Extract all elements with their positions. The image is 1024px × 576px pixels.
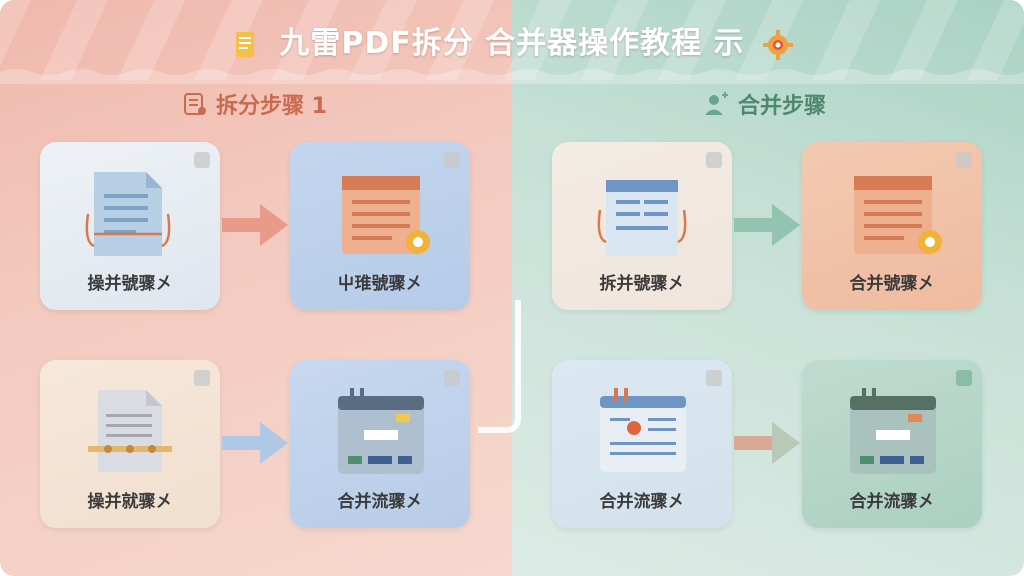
calendar-window-icon [850, 388, 936, 474]
split-step-card-4[interactable]: 合并流骤㐅 [290, 360, 470, 528]
document-icon [235, 31, 254, 57]
card-corner-icon [706, 152, 722, 168]
card-label: 操并號骤㐅 [87, 274, 173, 294]
header-stripes [0, 0, 1024, 80]
arrow-right-icon [734, 204, 800, 246]
page-title: 九雷PDF拆分 合并器操作教程 示 [0, 18, 1024, 62]
card-corner-icon [956, 152, 972, 168]
document-icon [597, 180, 687, 256]
gear-icon [763, 29, 794, 60]
split-section-heading: 拆分步骤 1 [182, 88, 327, 120]
document-icon [85, 172, 171, 256]
checklist-icon [184, 93, 206, 115]
split-section-label: 拆分步骤 1 [216, 94, 327, 119]
card-corner-icon [194, 370, 210, 386]
page-title-text: 九雷PDF拆分 合并器操作教程 示 [279, 26, 745, 61]
arrow-right-icon [222, 204, 288, 246]
split-step-card-2[interactable]: 屮琟號骤㐅 [290, 142, 470, 310]
card-label: 合并號骤㐅 [849, 274, 935, 294]
calendar-window-icon [338, 388, 424, 474]
add-user-icon [705, 92, 728, 115]
split-step-card-1[interactable]: 操并號骤㐅 [40, 142, 220, 310]
card-label: 合并流骤㐅 [337, 492, 423, 512]
card-corner-icon [706, 370, 722, 386]
merge-step-card-1[interactable]: 拆并號骤㐅 [552, 142, 732, 310]
card-label: 合并流骤㐅 [599, 492, 685, 512]
arrow-right-icon [222, 422, 288, 464]
merge-step-card-2[interactable]: 合并號骤㐅 [802, 142, 982, 310]
split-step-card-3[interactable]: 操并就骤㐅 [40, 360, 220, 528]
connector-line [478, 300, 521, 433]
document-gear-icon [854, 176, 942, 254]
card-label: 拆并號骤㐅 [599, 274, 685, 294]
merge-step-card-4[interactable]: 合并流骤㐅 [802, 360, 982, 528]
arrow-right-icon [734, 422, 800, 464]
header-wave [0, 69, 1024, 84]
card-corner-icon [444, 152, 460, 168]
document-gear-icon [342, 176, 430, 254]
card-label: 屮琟號骤㐅 [337, 274, 423, 294]
card-corner-icon [194, 152, 210, 168]
card-label: 合并流骤㐅 [849, 492, 935, 512]
file-stack-icon [88, 390, 172, 472]
card-corner-icon [956, 370, 972, 386]
card-label: 操并就骤㐅 [87, 492, 173, 512]
merge-step-card-3[interactable]: 合并流骤㐅 [552, 360, 732, 528]
calendar-document-icon [600, 388, 686, 472]
merge-section-label: 合并步骤 [738, 94, 827, 119]
merge-section-heading: 合并步骤 [702, 88, 826, 120]
card-corner-icon [444, 370, 460, 386]
